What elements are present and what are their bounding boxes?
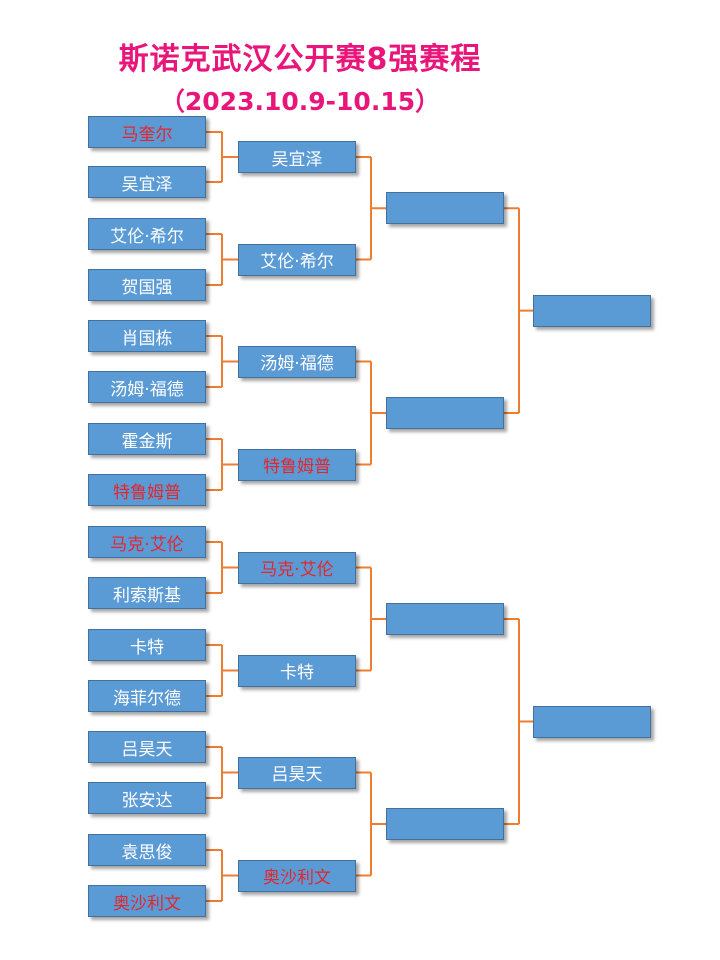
page-title: 斯诺克武汉公开赛8强赛程	[118, 42, 482, 77]
round2-player-box: 汤姆·福德	[238, 345, 356, 378]
round3-player-box	[386, 603, 504, 635]
round1-player-box: 艾伦·希尔	[88, 218, 206, 250]
date-range: （2023.10.9-10.15）	[159, 87, 441, 116]
round3-player-box	[386, 808, 504, 840]
round1-player-box: 卡特	[88, 629, 206, 661]
round2-player-box: 特鲁姆普	[238, 448, 356, 481]
round2-player-box: 吕昊天	[238, 756, 356, 789]
round1-player-box: 利索斯基	[88, 577, 206, 609]
round1-player-box: 特鲁姆普	[88, 474, 206, 506]
round2-player-box: 马克·艾伦	[238, 551, 356, 584]
round1-player-box: 霍金斯	[88, 423, 206, 455]
round3-player-box	[386, 397, 504, 429]
round1-player-box: 吴宜泽	[88, 166, 206, 198]
round1-player-box: 贺国强	[88, 269, 206, 301]
round1-player-box: 张安达	[88, 782, 206, 814]
round1-player-box: 马克·艾伦	[88, 526, 206, 558]
round1-player-box: 汤姆·福德	[88, 371, 206, 403]
round3-player-box	[386, 192, 504, 225]
round4-player-box	[533, 294, 651, 327]
round2-player-box: 吴宜泽	[238, 141, 356, 173]
round2-player-box: 奥沙利文	[238, 859, 356, 892]
round1-player-box: 马奎尔	[88, 116, 206, 148]
round4-player-box	[533, 705, 651, 738]
round1-player-box: 吕昊天	[88, 731, 206, 763]
round1-player-box: 肖国栋	[88, 320, 206, 352]
round2-player-box: 卡特	[238, 654, 356, 687]
round1-player-box: 袁思俊	[88, 834, 206, 866]
round1-player-box: 海菲尔德	[88, 680, 206, 712]
round1-player-box: 奥沙利文	[88, 885, 206, 917]
round2-player-box: 艾伦·希尔	[238, 243, 356, 276]
